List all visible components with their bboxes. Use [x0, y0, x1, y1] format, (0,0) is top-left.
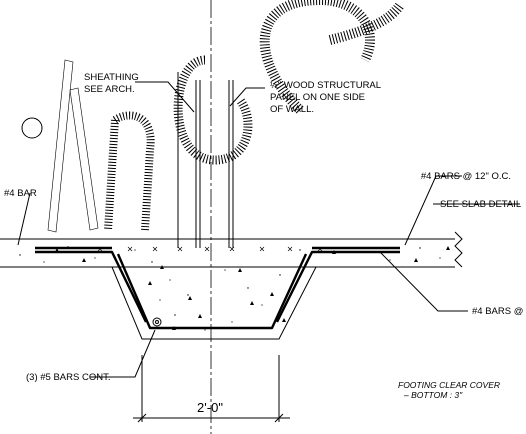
cont-bar-2 — [155, 320, 159, 324]
transverse-bars — [97, 246, 323, 252]
concrete-aggregate — [19, 246, 450, 331]
footing-bar-bottom — [116, 253, 308, 330]
bars-cont-label: (3) #5 BARS CONT. — [26, 372, 110, 383]
cont-bar — [152, 317, 162, 327]
see-slab-label: SEE SLAB DETAIL — [440, 199, 521, 210]
dimension-lines — [133, 355, 290, 423]
bars-bottom-label: #4 BARS @ 12" O.C. — [472, 306, 526, 317]
footing-outline — [111, 266, 317, 340]
slab-outline — [0, 231, 463, 268]
wall-studs — [177, 72, 234, 248]
wood-panel-label-1: ½" WOOD STRUCTURAL — [270, 80, 381, 91]
sheathing-label-1: SHEATHING — [84, 72, 139, 83]
bars-top-label: #4 BARS @ 12" O.C. — [421, 171, 511, 182]
wood-panel-label-3: OF WALL. — [270, 104, 314, 115]
sheathing-label-2: SEE ARCH. — [84, 84, 135, 95]
slab-bar-top — [35, 250, 148, 323]
leaders — [17, 81, 520, 378]
bar4-label: #4 BAR — [4, 188, 37, 199]
watermark — [21, 0, 405, 233]
cover-label-2: – BOTTOM : 3" — [403, 390, 463, 400]
cover-label-1: FOOTING CLEAR COVER — [398, 380, 500, 390]
dimension-label: 2'-0" — [197, 400, 223, 415]
wood-panel-label-2: PANEL ON ONE SIDE — [270, 92, 365, 103]
slab-bar-top-right — [275, 250, 400, 323]
